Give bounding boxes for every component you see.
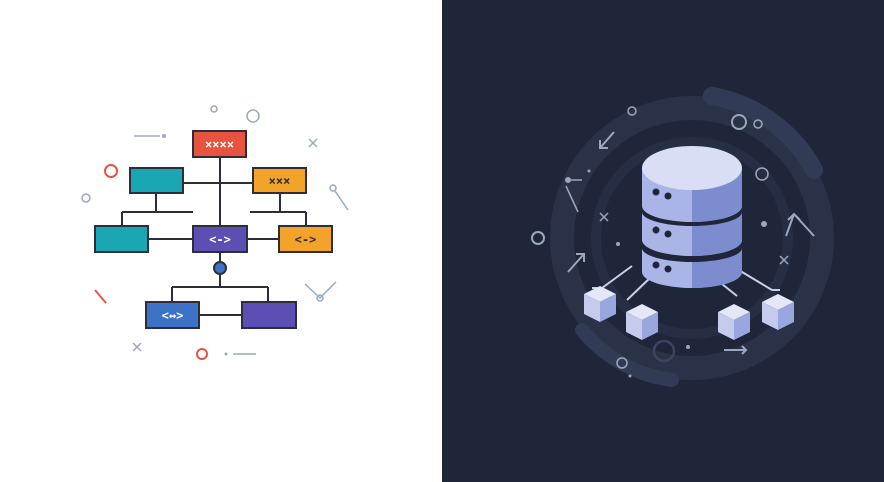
flowchart-illustration: ×××× ××× <-> <-> bbox=[81, 105, 349, 360]
arrow-up-right-icon bbox=[567, 253, 585, 273]
database-server-icon bbox=[642, 146, 742, 288]
database-illustration bbox=[442, 0, 884, 482]
level2-right-label: <-> bbox=[295, 233, 317, 247]
level1-right-label: ××× bbox=[269, 174, 291, 188]
small-dot-icon bbox=[162, 134, 166, 138]
database-panel bbox=[442, 0, 884, 482]
check-branch-icon bbox=[304, 281, 337, 302]
arrow-down-left-icon bbox=[599, 131, 615, 149]
circle-outline-icon bbox=[753, 119, 763, 129]
circle-outline-icon bbox=[731, 114, 747, 130]
flowchart-node-level1-right: ××× bbox=[252, 167, 307, 194]
flowchart-connectors bbox=[121, 157, 307, 316]
orbit-rings bbox=[550, 87, 834, 387]
flowchart-node-level1-left bbox=[129, 167, 184, 194]
small-dot-icon bbox=[224, 352, 228, 356]
arrow-right-icon bbox=[724, 345, 748, 355]
data-cube-icon bbox=[626, 304, 658, 340]
flowchart-node-level3-left: <↔> bbox=[145, 301, 200, 329]
node-link-icon bbox=[329, 184, 349, 211]
small-circle-icon bbox=[210, 105, 218, 113]
small-dot-icon bbox=[587, 169, 591, 173]
flowchart-decorations bbox=[81, 105, 349, 360]
data-cube-icon bbox=[584, 286, 616, 322]
circle-outline-icon bbox=[755, 167, 769, 181]
cross-icon bbox=[599, 212, 609, 222]
small-dot-icon bbox=[616, 242, 620, 246]
small-dot-icon bbox=[686, 345, 690, 349]
small-dot-icon bbox=[761, 221, 767, 227]
flowchart-node-level2-left bbox=[94, 225, 149, 253]
small-dot-icon bbox=[628, 374, 632, 378]
red-circle-icon bbox=[104, 164, 118, 178]
circle-outline-icon bbox=[627, 106, 637, 116]
circle-outline-icon bbox=[616, 357, 628, 369]
level3-left-label: <↔> bbox=[162, 309, 184, 323]
node-link-icon bbox=[565, 177, 582, 213]
cross-icon bbox=[308, 138, 318, 148]
junction-dot-icon bbox=[213, 261, 227, 275]
database-decorations bbox=[531, 106, 815, 378]
circle-outline-icon bbox=[246, 109, 260, 123]
red-circle-icon bbox=[196, 348, 208, 360]
flowchart-node-level2-right: <-> bbox=[278, 225, 333, 253]
red-slash-icon bbox=[94, 289, 107, 304]
data-cube-icon bbox=[718, 304, 750, 340]
circle-outline-icon bbox=[652, 339, 676, 363]
flowchart-node-level2-center: <-> bbox=[192, 225, 248, 253]
circle-outline-icon bbox=[81, 193, 91, 203]
cross-icon bbox=[132, 342, 142, 352]
flowchart-panel: ×××× ××× <-> <-> bbox=[81, 105, 349, 360]
level2-center-label: <-> bbox=[209, 233, 231, 247]
data-cube-icon bbox=[762, 294, 794, 330]
cross-icon bbox=[779, 255, 789, 265]
branch-arrow-icon bbox=[785, 212, 815, 237]
flowchart-root-node: ×××× bbox=[192, 130, 247, 158]
root-node-label: ×××× bbox=[205, 138, 234, 152]
circle-outline-icon bbox=[531, 231, 545, 245]
flowchart-node-level3-right bbox=[241, 301, 297, 329]
